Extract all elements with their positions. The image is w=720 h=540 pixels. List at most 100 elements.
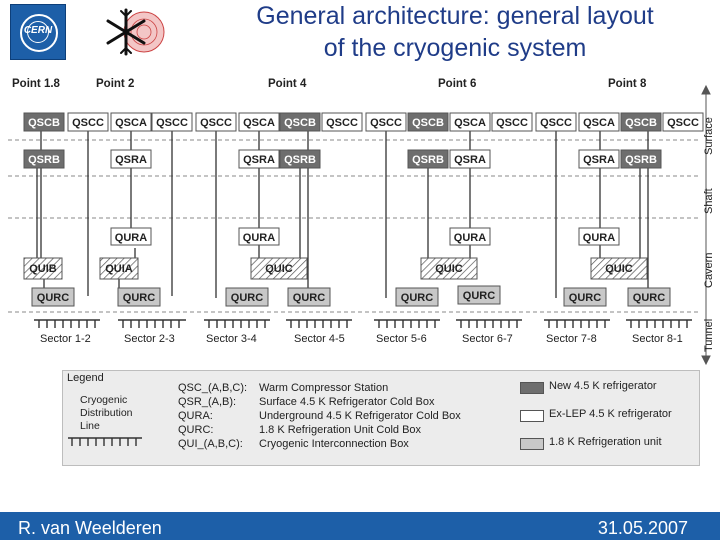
box-qsca-4: [238, 112, 280, 132]
box-label: QURC: [123, 292, 155, 304]
level-separators: [8, 139, 700, 313]
title-line-2: of the cryogenic system: [323, 34, 587, 62]
level-label-tunnel: Tunnel: [703, 319, 715, 352]
box-label: QSCA: [115, 117, 147, 129]
box-quic-8: [590, 257, 648, 280]
point-label: Point 2: [96, 78, 134, 90]
box-qurc-4a: [225, 287, 269, 307]
box-qscc-4a: [195, 112, 237, 132]
box-quib-1: [23, 257, 63, 280]
box-qsra-4: [238, 149, 280, 169]
box-label: QSCA: [454, 117, 486, 129]
cern-logo-icon: CERN: [10, 4, 66, 60]
box-qsca-2: [110, 112, 152, 132]
level-axis: [701, 84, 711, 366]
box-label: QUIC: [605, 263, 633, 275]
box-qurc-4b: [287, 287, 331, 307]
box-label: QSCC: [370, 117, 402, 129]
legend-line-label-1: Cryogenic: [80, 394, 128, 406]
legend-desc: Underground 4.5 K Refrigerator Cold Box: [259, 410, 461, 422]
legend-title: Legend: [67, 372, 104, 384]
box-label: QUIC: [265, 263, 293, 275]
box-label: QSCC: [72, 117, 104, 129]
box-label: QSRB: [284, 154, 316, 166]
sector-label: Sector 4-5: [294, 333, 345, 345]
legend-desc: Cryogenic Interconnection Box: [259, 438, 409, 450]
box-label: QURA: [115, 232, 147, 244]
box-label: QSCB: [28, 117, 60, 129]
box-qsrb-6: [407, 149, 449, 169]
box-label: QSCC: [540, 117, 572, 129]
box-label: QSCC: [200, 117, 232, 129]
box-qsra-2: [110, 149, 152, 169]
box-qsca-6: [449, 112, 491, 132]
box-qurc-6a: [395, 287, 439, 307]
footer-date: 31.05.2007: [597, 518, 688, 538]
box-label: QUIA: [105, 263, 133, 275]
box-quic-6: [420, 257, 478, 280]
legend-code: QSC_(A,B,C):: [178, 382, 248, 394]
sector-label: Sector 2-3: [124, 333, 175, 345]
point-label: Point 6: [438, 78, 476, 90]
box-label: QSCA: [243, 117, 275, 129]
box-quia-2: [99, 257, 139, 280]
box-label: QURA: [583, 232, 615, 244]
legend-swatch-new: [520, 382, 544, 394]
box-qura-8: [578, 227, 620, 246]
box-label: QURC: [37, 292, 69, 304]
box-label: QSRA: [115, 154, 147, 166]
cern-ring-outer: [20, 14, 58, 52]
point-labels: Point 1.8 Point 2 Point 4 Point 6 Point …: [12, 78, 647, 90]
box-qscc-2: [151, 112, 193, 132]
box-qscc-1: [67, 112, 109, 132]
box-qscc-6a: [365, 112, 407, 132]
legend-line-label-3: Line: [80, 420, 100, 432]
box-label: QSCB: [412, 117, 444, 129]
snowflake-logo-icon: [106, 8, 165, 56]
box-qurc-8b: [627, 287, 671, 307]
box-qscb-8: [620, 112, 662, 132]
box-qscc-8b: [662, 112, 704, 132]
sector-label: Sector 3-4: [206, 333, 257, 345]
box-label: QSRB: [28, 154, 60, 166]
legend-key-label: Ex-LEP 4.5 K refrigerator: [549, 408, 672, 420]
legend-descriptions: Warm Compressor Station Surface 4.5 K Re…: [259, 381, 461, 451]
distribution-lines: [34, 319, 692, 328]
legend-desc: Warm Compressor Station: [259, 382, 389, 394]
box-qurc-8a: [563, 287, 607, 307]
point-label: Point 8: [608, 78, 647, 90]
slide-title: General architecture: general layout of …: [190, 0, 720, 64]
distribution-line-icon: [68, 437, 142, 446]
legend-code: QSR_(A,B):: [178, 396, 237, 408]
level-label-cavern: Cavern: [703, 253, 715, 288]
box-label: QURC: [463, 290, 495, 302]
box-label: QUIC: [435, 263, 463, 275]
legend-desc: 1.8 K Refrigeration Unit Cold Box: [259, 424, 422, 436]
box-label: QURC: [293, 292, 325, 304]
box-qscb-4: [279, 112, 321, 132]
sector-label: Sector 1-2: [40, 333, 91, 345]
box-label: QSRA: [243, 154, 275, 166]
sector-label: Sector 7-8: [546, 333, 597, 345]
box-label: QSRB: [412, 154, 444, 166]
legend-swatch-exlep: [520, 410, 544, 422]
box-qscb-6: [407, 112, 449, 132]
box-quic-4: [250, 257, 308, 280]
box-qscc-4b: [321, 112, 363, 132]
legend-code: QUI_(A,B,C):: [178, 438, 243, 450]
box-qscc-6b: [491, 112, 533, 132]
legend-line-label-2: Distribution: [80, 407, 133, 419]
box-label: QURC: [569, 292, 601, 304]
box-label: QSCC: [496, 117, 528, 129]
box-label: QURC: [231, 292, 263, 304]
point-label: Point 1.8: [12, 78, 61, 90]
box-label: QURC: [633, 292, 665, 304]
box-qsca-8: [578, 112, 620, 132]
box-qsrb-4: [279, 149, 321, 169]
box-label: QURC: [401, 292, 433, 304]
legend-line-label: Cryogenic Distribution Line: [80, 394, 150, 433]
sector-label: Sector 6-7: [462, 333, 513, 345]
box-label: QSCC: [156, 117, 188, 129]
box-label: QSRA: [454, 154, 486, 166]
sector-labels: Sector 1-2 Sector 2-3 Sector 3-4 Sector …: [40, 333, 683, 345]
